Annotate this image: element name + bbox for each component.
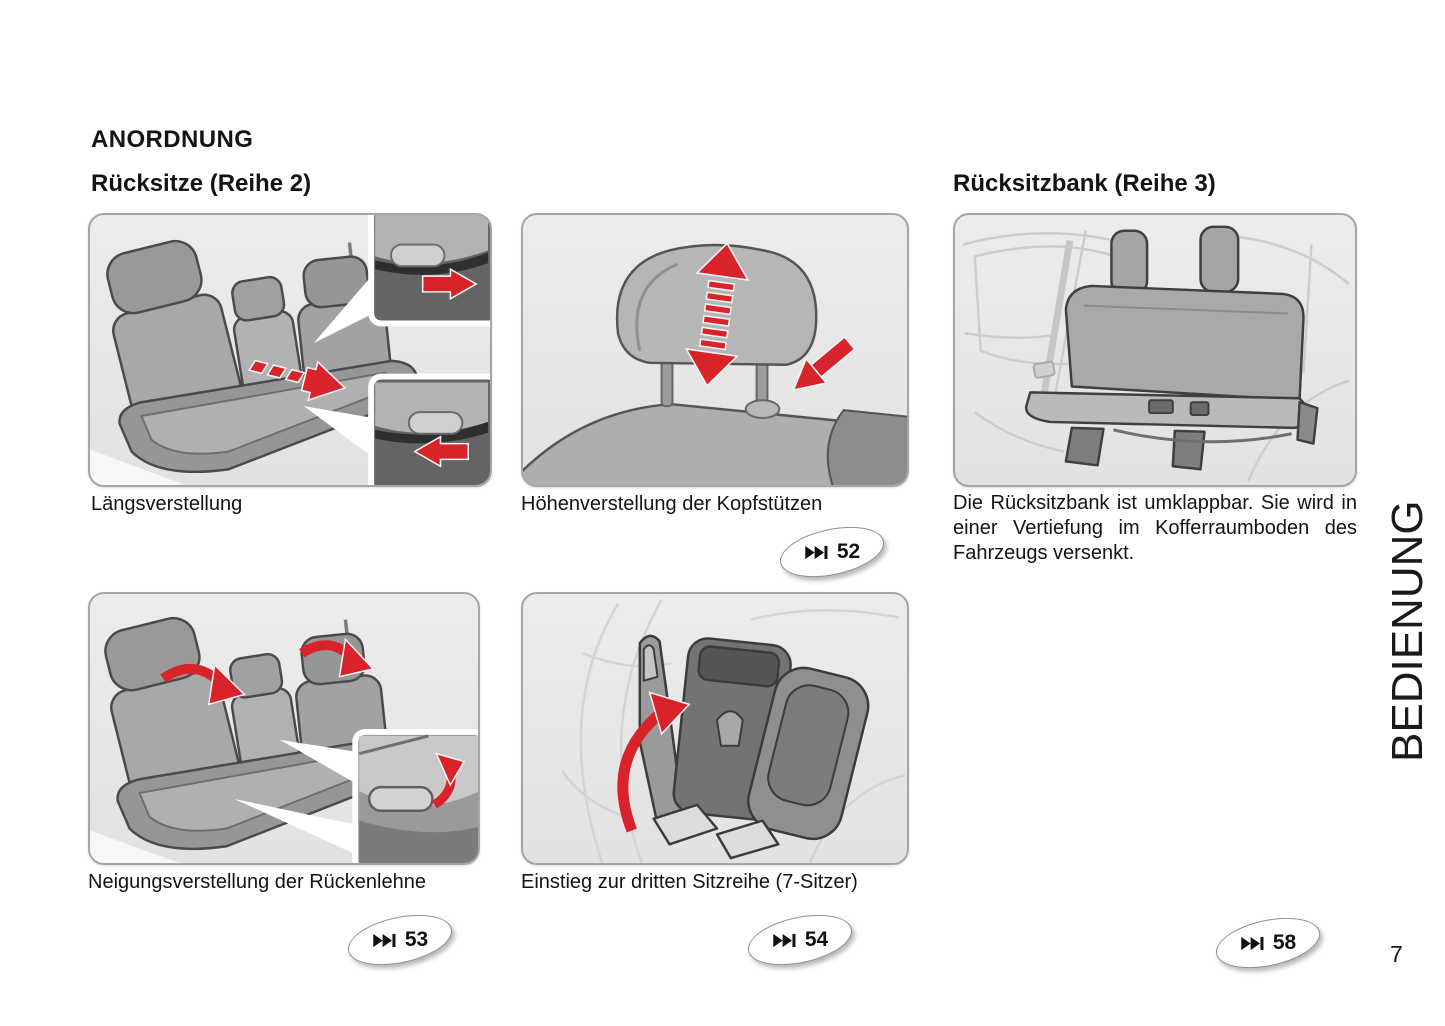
caption-backrest-recline: Neigungsverstellung der Rückenlehne bbox=[88, 871, 426, 893]
inset-lever-forward bbox=[368, 215, 490, 327]
up-down-arrow-icon bbox=[684, 242, 750, 388]
headrest-illustration bbox=[523, 242, 907, 485]
page-ref-badge-54: 54 bbox=[743, 906, 857, 974]
curved-recline-arrow-icon bbox=[160, 637, 375, 706]
skip-forward-icon bbox=[373, 933, 396, 947]
badge-number: 53 bbox=[404, 928, 429, 951]
caption-headrest-height: Höhenverstellung der Kopfstützen bbox=[521, 493, 823, 515]
arrow-right-icon bbox=[421, 267, 478, 301]
diagonal-press-arrow-icon bbox=[792, 335, 856, 392]
curved-fold-arrow-icon bbox=[617, 691, 691, 833]
caption-third-row-access: Einstieg zur dritten Sitzreihe (7-Sitzer… bbox=[521, 871, 858, 893]
figure-headrest-height bbox=[521, 213, 909, 487]
column-heading-row3: Rücksitzbank (Reihe 3) bbox=[953, 170, 1216, 197]
page-ref-badge-58: 58 bbox=[1211, 909, 1325, 977]
figure-third-row-bench bbox=[953, 213, 1357, 487]
page-ref-badge-52: 52 bbox=[775, 518, 889, 586]
badge-number: 58 bbox=[1272, 931, 1297, 954]
page-number: 7 bbox=[1390, 941, 1403, 967]
folded-seat-illustration bbox=[561, 599, 906, 863]
dashed-slide-arrow-icon bbox=[247, 359, 347, 402]
chapter-side-tab: BEDIENUNG bbox=[1383, 500, 1432, 762]
figure-longitudinal-adjustment bbox=[88, 213, 492, 487]
page-ref-badge-53: 53 bbox=[343, 906, 457, 974]
badge-number: 52 bbox=[836, 540, 861, 563]
badge-number: 54 bbox=[804, 928, 829, 951]
figure-backrest-recline bbox=[88, 592, 480, 865]
skip-forward-icon bbox=[805, 545, 828, 559]
seat-recline-illustration bbox=[90, 616, 478, 863]
row3-description: Die Rücksitzbank ist umklappbar. Sie wir… bbox=[953, 492, 1357, 564]
page-title: ANORDNUNG bbox=[91, 126, 254, 153]
skip-forward-icon bbox=[1241, 936, 1264, 950]
inset-recline-lever bbox=[352, 728, 478, 863]
arrow-left-icon bbox=[413, 435, 470, 468]
third-row-bench-illustration bbox=[962, 225, 1350, 482]
inset-lever-backward bbox=[368, 373, 490, 485]
column-heading-row2: Rücksitze (Reihe 2) bbox=[91, 170, 312, 197]
skip-forward-icon bbox=[773, 933, 796, 947]
seat-longitudinal-illustration bbox=[90, 215, 490, 485]
caption-longitudinal: Längsverstellung bbox=[91, 493, 243, 515]
figure-third-row-access bbox=[521, 592, 909, 865]
curved-lever-arrow-icon bbox=[435, 752, 466, 787]
